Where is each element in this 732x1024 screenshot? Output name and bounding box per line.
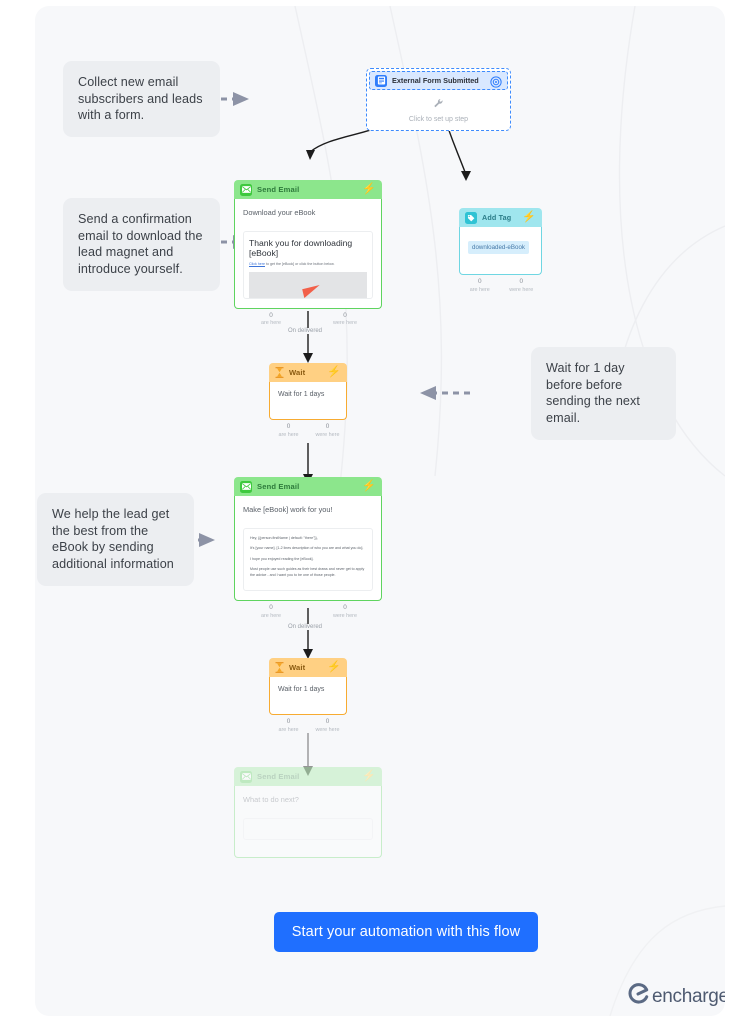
bolt-icon: ⚡ xyxy=(362,480,376,492)
send-email-3-body[interactable]: What to do next? xyxy=(234,786,382,858)
callout-confirmation: Send a confirmation email to download th… xyxy=(63,198,220,291)
bolt-icon: ⚡ xyxy=(522,211,536,223)
send-email-2-title: Send Email xyxy=(257,482,300,491)
encharge-wordmark: encharge xyxy=(652,985,725,1007)
add-tag-header[interactable]: Add Tag ⚡ xyxy=(459,208,542,227)
wait-2-text: Wait for 1 days xyxy=(278,686,325,693)
trigger-setup-area[interactable]: Click to set up step xyxy=(369,90,508,128)
email-paragraph-3: I hope you enjoyed reading the [eBook]. xyxy=(250,556,314,561)
tag-value-pill[interactable]: downloaded-eBook xyxy=(468,241,529,254)
encharge-logo: encharge xyxy=(627,983,725,1010)
add-tag-body[interactable]: downloaded-eBook xyxy=(459,227,542,275)
callout-wait-one-day: Wait for 1 day before before sending the… xyxy=(531,347,676,440)
wait-1-text: Wait for 1 days xyxy=(278,391,325,398)
envelope-icon xyxy=(240,183,252,196)
flow-canvas[interactable]: Collect new email subscribers and leads … xyxy=(35,6,725,1016)
trigger-placeholder: Click to set up step xyxy=(408,115,469,123)
wait-2-body[interactable]: Wait for 1 days xyxy=(269,677,347,715)
send-email-2-body[interactable]: Make [eBook] work for you! Hey, {{person… xyxy=(234,496,382,601)
wait-1-title: Wait xyxy=(289,368,306,377)
send-email-1-title: Send Email xyxy=(257,185,300,194)
callout-collect-leads: Collect new email subscribers and leads … xyxy=(63,61,220,138)
send-email-3-header[interactable]: Send Email ⚡ xyxy=(234,767,382,786)
email-body-rest: to get the [eBook] or click the button b… xyxy=(265,262,335,266)
wait-1-body[interactable]: Wait for 1 days xyxy=(269,382,347,420)
send-email-1-header[interactable]: Send Email ⚡ xyxy=(234,180,382,199)
hourglass-icon xyxy=(275,367,284,378)
email-preview xyxy=(243,818,373,840)
bolt-icon: ⚡ xyxy=(362,183,376,195)
envelope-icon xyxy=(240,770,252,783)
email-heading: Thank you for downloading [eBook] xyxy=(249,238,353,258)
form-icon xyxy=(375,74,387,87)
email-subject: What to do next? xyxy=(243,795,299,804)
email-subject: Download your eBook xyxy=(243,208,316,217)
wait-2-header[interactable]: Wait ⚡ xyxy=(269,658,347,677)
hourglass-icon xyxy=(275,662,284,673)
bolt-icon: ⚡ xyxy=(362,770,376,782)
email-preview: Thank you for downloading [eBook] Click … xyxy=(243,231,373,299)
email-link-line: Click here to get the [eBook] or click t… xyxy=(249,262,367,268)
wrench-icon xyxy=(433,96,444,114)
email-preview: Hey, {{person.firstName | default: "ther… xyxy=(243,528,373,591)
add-tag-title: Add Tag xyxy=(482,213,512,222)
send-email-1-body[interactable]: Download your eBook Thank you for downlo… xyxy=(234,199,382,309)
node-external-form-submitted[interactable]: External Form Submitted Click to set up … xyxy=(366,68,511,131)
bolt-icon: ⚡ xyxy=(327,661,341,673)
node-send-email-3[interactable]: Send Email ⚡ What to do next? xyxy=(234,767,382,858)
wait-2-title: Wait xyxy=(289,663,306,672)
edge-label-on-delivered-2: On delivered xyxy=(285,624,326,630)
trigger-header[interactable]: External Form Submitted xyxy=(369,71,508,90)
email-paragraph-1: Hey, {{person.firstName | default: "ther… xyxy=(250,536,318,540)
start-automation-button[interactable]: Start your automation with this flow xyxy=(274,912,538,952)
trigger-title: External Form Submitted xyxy=(392,76,479,85)
node-send-email-2[interactable]: Send Email ⚡ Make [eBook] work for you! … xyxy=(234,477,382,623)
bolt-icon: ⚡ xyxy=(327,366,341,378)
email-link-text[interactable]: Click here xyxy=(249,262,265,266)
email-subject: Make [eBook] work for you! xyxy=(243,505,333,514)
edge-label-on-delivered-1: On delivered xyxy=(285,328,326,334)
node-send-email-1[interactable]: Send Email ⚡ Download your eBook Thank y… xyxy=(234,180,382,331)
email-paragraph-4: Most people use such guides as their bes… xyxy=(250,567,365,577)
tag-icon xyxy=(465,211,477,224)
pointer-arrow-wait xyxy=(420,386,470,400)
email-image-placeholder xyxy=(249,271,367,298)
envelope-icon xyxy=(240,480,252,493)
send-email-3-title: Send Email xyxy=(257,772,300,781)
email-paragraph-2: It's [your name]. [1-2 lines description… xyxy=(250,546,364,551)
send-email-2-header[interactable]: Send Email ⚡ xyxy=(234,477,382,496)
target-icon[interactable] xyxy=(490,75,502,88)
wait-1-header[interactable]: Wait ⚡ xyxy=(269,363,347,382)
encharge-logo-icon xyxy=(627,983,649,1010)
callout-additional-info: We help the lead get the best from the e… xyxy=(37,493,194,586)
